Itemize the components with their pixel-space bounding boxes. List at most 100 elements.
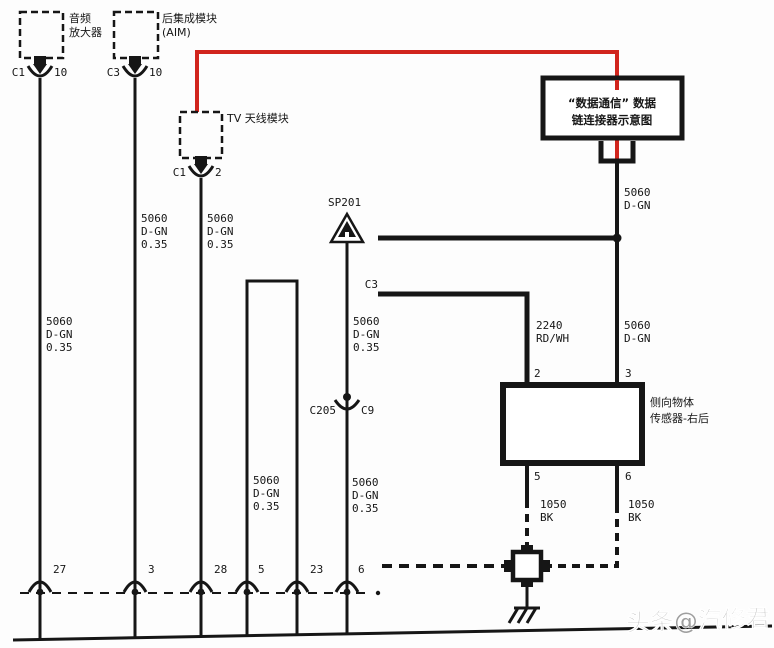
audio-amp-label-line1: 音频 <box>69 11 91 25</box>
connector-socket-icon <box>333 399 361 411</box>
wire-label-shield: 5060 D-GN 0.35 <box>253 474 280 513</box>
watermark-text: 头条@汽修君 <box>626 604 771 637</box>
wire-code: 5060 <box>353 315 380 328</box>
wire-color: D-GN <box>624 332 651 345</box>
connector-arc-3 <box>122 580 148 593</box>
junction-dot <box>131 588 139 596</box>
amp-connector-id: C1 <box>12 66 25 79</box>
junction-dot <box>612 233 622 243</box>
bottom-pin-5: 5 <box>258 563 265 576</box>
connector-tab <box>195 156 207 164</box>
wire-code: 5060 <box>141 212 168 225</box>
tv-connector-id: C1 <box>173 166 186 179</box>
sensor-ground-right-dashed <box>549 505 619 568</box>
connector-arc-5 <box>234 580 260 593</box>
wire-code: 2240 <box>536 319 563 332</box>
wire-code: 5060 <box>352 476 379 489</box>
ground-prongs <box>507 607 538 624</box>
ground-splice-block <box>504 545 550 587</box>
aim-connector-id: C3 <box>107 66 120 79</box>
wire-label-sensor-left: 2240 RD/WH <box>536 319 569 345</box>
wire-gauge: 0.35 <box>253 500 280 513</box>
branch-line-c3 <box>378 291 530 385</box>
tv-pin: 2 <box>215 166 222 179</box>
wire-color: D-GN <box>352 489 379 502</box>
data-link-connector-box <box>540 75 685 141</box>
wire-gauge: 0.35 <box>141 238 168 251</box>
wire-gauge: 0.35 <box>353 341 380 354</box>
connector-tab <box>129 56 141 64</box>
junction-dot <box>343 588 351 596</box>
splice-nub-left <box>504 560 513 572</box>
aim-pin: 10 <box>149 66 162 79</box>
dlc-label-line2: 链连接器示意图 <box>572 113 653 127</box>
right-circuit <box>378 161 622 568</box>
sensor-pin-3: 3 <box>625 367 632 380</box>
connector-socket-icon <box>121 65 149 78</box>
audio-amp-label-line2: 放大器 <box>69 25 102 39</box>
bottom-pin-23: 23 <box>310 563 323 576</box>
aim-label-line2: (AIM) <box>162 26 191 39</box>
side-sensor-label-line1: 侧向物体 <box>650 395 694 409</box>
wire-color: D-GN <box>353 328 380 341</box>
wire-gauge: 0.35 <box>207 238 234 251</box>
amp-pin: 10 <box>54 66 67 79</box>
wire-label-dlc: 5060 D-GN <box>624 186 651 212</box>
wire-color: D-GN <box>46 328 73 341</box>
wire-color: D-GN <box>253 487 280 500</box>
wire-color: D-GN <box>141 225 168 238</box>
wire-gauge: 0.35 <box>352 502 379 515</box>
wire-gauge: 0.35 <box>46 341 73 354</box>
sensor-pin-2: 2 <box>534 367 541 380</box>
junction-dot <box>197 588 205 596</box>
c205-label: C205 <box>310 404 337 417</box>
wire-code: 5060 <box>253 474 280 487</box>
connector-pin-icon <box>194 164 208 174</box>
connector-arc-28 <box>188 580 214 593</box>
wire-code: 5060 <box>624 319 651 332</box>
junction-dot <box>293 588 301 596</box>
c205-c9-inline-connector <box>333 393 361 411</box>
dash-end-dot <box>375 590 381 596</box>
wire-label-ground-right: 1050 BK <box>628 498 655 524</box>
c9-label: C9 <box>361 404 374 417</box>
sp201-splice-symbol <box>328 211 366 244</box>
amp-connector-symbol <box>26 56 54 78</box>
splice-triangle-notch <box>345 232 349 238</box>
splice-nub-right <box>541 560 550 572</box>
wire-label-sensor-right: 5060 D-GN <box>624 319 651 345</box>
wire-color: BK <box>628 511 642 524</box>
wire-code: 1050 <box>540 498 567 511</box>
chassis-ground-symbol <box>507 587 540 624</box>
sensor-pin-6: 6 <box>625 470 632 483</box>
wire-code: 5060 <box>46 315 73 328</box>
sensor-pin-5: 5 <box>534 470 541 483</box>
tv-connector-symbol <box>187 156 215 178</box>
bottom-bus-line <box>12 624 773 642</box>
wire-label-tv: 5060 D-GN 0.35 <box>207 212 234 251</box>
connector-socket-icon <box>187 165 215 178</box>
splice-nub-bottom <box>521 579 533 587</box>
wire-color: D-GN <box>207 225 234 238</box>
wire-label-splice-lower: 5060 D-GN 0.35 <box>352 476 379 515</box>
connector-tab <box>34 56 46 64</box>
wire-label-splice-upper: 5060 D-GN 0.35 <box>353 315 380 354</box>
connector-pin-icon <box>128 64 142 74</box>
wire-label-amp: 5060 D-GN 0.35 <box>46 315 73 354</box>
side-sensor-label-line2: 传感器-右后 <box>650 411 709 425</box>
junction-dot <box>36 588 44 596</box>
side-sensor-box <box>500 382 645 466</box>
wire-color: D-GN <box>624 199 651 212</box>
vertical-wires <box>38 78 349 639</box>
wire-code: 5060 <box>624 186 651 199</box>
connector-arc-23 <box>284 580 310 593</box>
sp201-label: SP201 <box>328 196 361 209</box>
bottom-pin-3: 3 <box>148 563 155 576</box>
bottom-connector-arcs <box>27 580 360 596</box>
wire-label-aim: 5060 D-GN 0.35 <box>141 212 168 251</box>
wire-color: RD/WH <box>536 332 569 345</box>
wire-code: 1050 <box>628 498 655 511</box>
bottom-pin-28: 28 <box>214 563 227 576</box>
